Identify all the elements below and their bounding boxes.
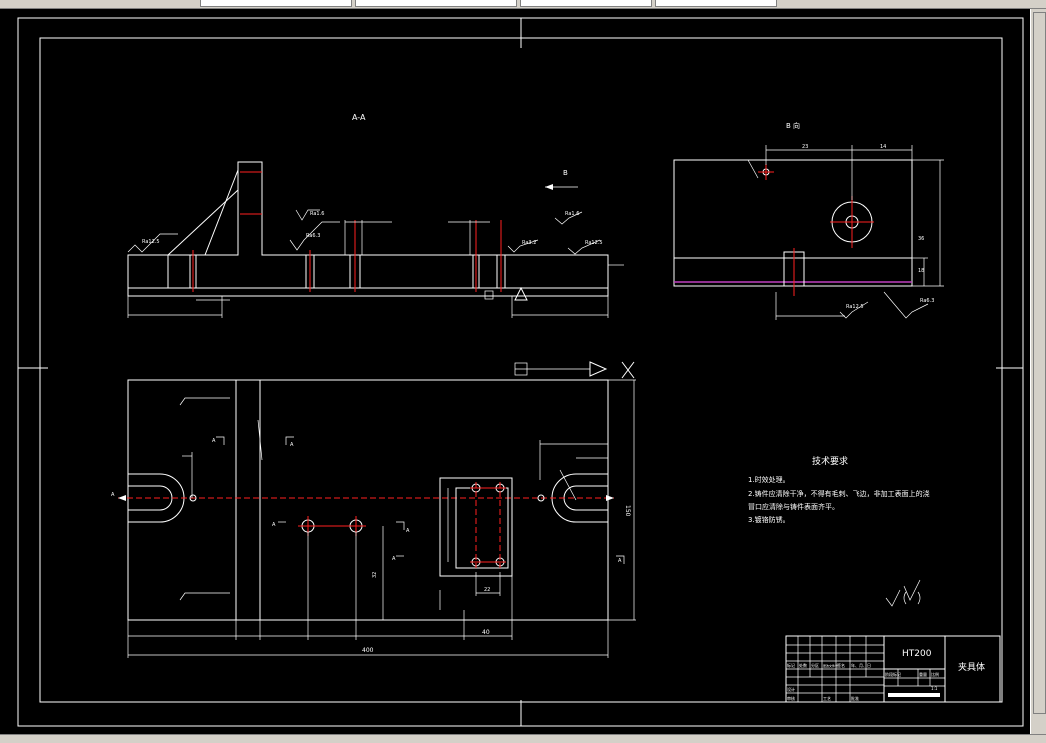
- tech-req-item-3: 冒口应清除与铸件表面齐平。: [748, 502, 839, 511]
- tech-req-title: 技术要求: [812, 455, 848, 467]
- row-label-6: 年、月、日: [851, 662, 871, 668]
- roughness-label-6: Ra12.5: [585, 240, 603, 246]
- dim-22: 22: [484, 587, 490, 593]
- scale-label: 1:1: [931, 686, 938, 691]
- col-label-1: 阶段标记: [885, 671, 901, 677]
- drawing-viewport[interactable]: A-A: [0, 9, 1030, 734]
- small-label-2: 审核: [787, 695, 795, 701]
- small-label-4: 批准: [851, 695, 859, 701]
- section-mark-a-5: A: [406, 528, 410, 534]
- row-label-2: 处数: [799, 662, 807, 668]
- view-b: 23 14 36 18 Ra12.5 Ra6.3: [673, 144, 944, 320]
- tech-req-item-4: 3.镀铬防锈。: [748, 515, 790, 524]
- row-label-3: 分区: [811, 662, 819, 668]
- title-block: HT200 夹具体 1:1 标记 处数 分区 更改文件号 签名 年、月、日 阶段…: [785, 635, 1001, 703]
- section-mark-a-1: A: [111, 492, 115, 498]
- small-label-3: 工艺: [823, 696, 831, 701]
- linetype-dropdown[interactable]: [355, 0, 517, 7]
- section-mark-a-7: A: [618, 558, 622, 564]
- roughness-label-2: Ra1.6: [310, 211, 324, 217]
- vertical-scrollbar[interactable]: [1030, 9, 1046, 734]
- arrow-b-label: B: [563, 169, 568, 177]
- dim-400: 400: [362, 647, 374, 654]
- section-mark-a-3: A: [290, 442, 294, 448]
- cad-drawing: A-A: [17, 17, 1024, 727]
- tech-req-item-2: 2.铸件应清除干净，不得有毛刺、飞边，非加工表面上的浇: [748, 489, 930, 498]
- dim-14: 14: [880, 144, 886, 150]
- layer-dropdown[interactable]: [200, 0, 352, 7]
- plotstyle-dropdown[interactable]: [655, 0, 777, 7]
- horizontal-scrollbar[interactable]: [0, 734, 1046, 743]
- view-b-label: B 向: [786, 121, 800, 130]
- section-mark-a-2: A: [212, 438, 216, 444]
- tech-req-item-1: 1.时效处理。: [748, 475, 790, 484]
- dim-18: 18: [918, 268, 924, 274]
- plan-view: A A A A A A A 400 150 40 32: [111, 379, 636, 658]
- section-mark-a-6: A: [392, 556, 396, 562]
- material-label: HT200: [902, 649, 932, 659]
- section-aa-label: A-A: [352, 113, 366, 122]
- technical-requirements: 技术要求 1.时效处理。 2.铸件应清除干净，不得有毛刺、飞边，非加工表面上的浇…: [748, 455, 930, 607]
- col-label-3: 比例: [931, 671, 939, 677]
- dim-32: 32: [372, 572, 378, 578]
- part-name-label: 夹具体: [958, 661, 985, 673]
- section-aa-view: B Ra12.5 Ra1.6 Ra6.3 Ra3.2 Ra1.6 Ra12.5: [127, 161, 624, 318]
- projection-arrow: [514, 361, 635, 379]
- roughness-label-8: Ra6.3: [920, 298, 934, 304]
- row-label-4: 更改文件号: [823, 663, 838, 668]
- roughness-label-5: Ra1.6: [565, 211, 579, 217]
- roughness-label-7: Ra12.5: [846, 304, 864, 310]
- col-label-2: 重量: [919, 671, 927, 677]
- section-mark-a-4: A: [272, 522, 276, 528]
- dim-40: 40: [482, 629, 490, 636]
- roughness-label-4: Ra3.2: [522, 240, 536, 246]
- lineweight-dropdown[interactable]: [520, 0, 652, 7]
- frame-center-marks: [18, 18, 1023, 726]
- inner-frame: [39, 37, 1003, 703]
- toolbar: [0, 0, 1046, 9]
- vertical-scroll-thumb[interactable]: [1033, 12, 1046, 714]
- dim-150: 150: [624, 505, 631, 517]
- dim-36: 36: [918, 236, 924, 242]
- small-label-1: 设计: [787, 686, 795, 692]
- row-label-5: 签名: [837, 662, 845, 668]
- dim-23: 23: [802, 144, 808, 150]
- roughness-label-1: Ra12.5: [142, 239, 160, 245]
- roughness-label-3: Ra6.3: [306, 233, 320, 239]
- row-label-1: 标记: [787, 662, 795, 668]
- roughness-symbol: [885, 579, 921, 607]
